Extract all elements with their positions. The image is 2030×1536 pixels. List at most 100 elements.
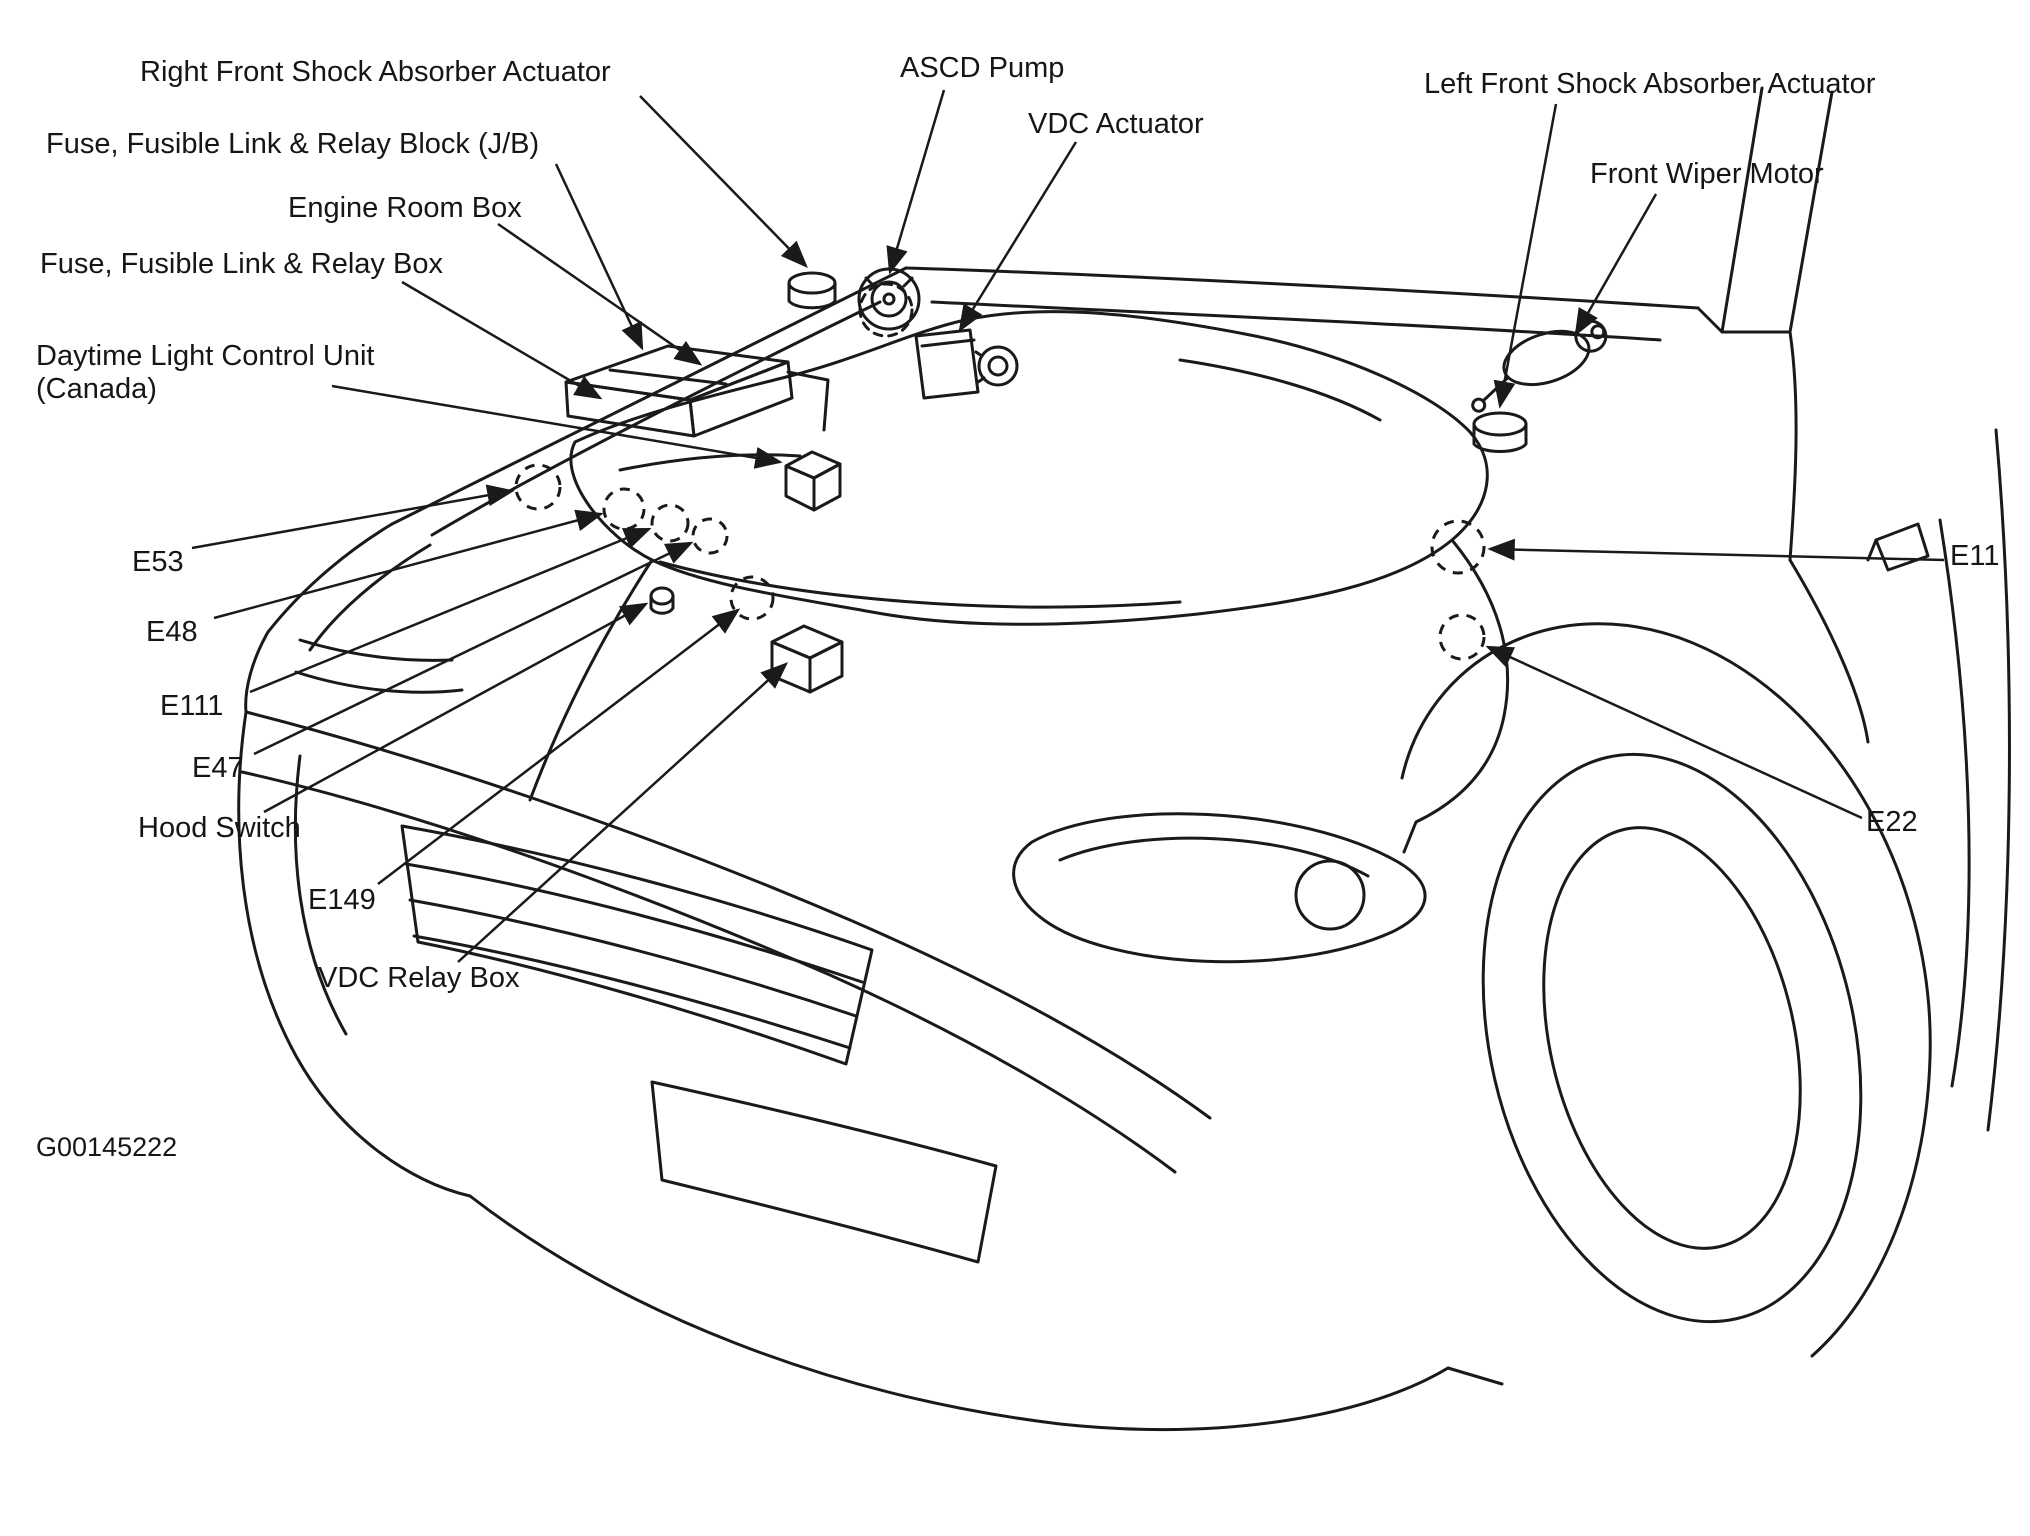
vdc-actuator-body [914, 328, 980, 400]
leader-e149 [377, 608, 741, 885]
label-e111: E111 [160, 690, 224, 722]
ascd-pump-tick-1 [864, 276, 876, 288]
label-e11: E11 [1950, 540, 2000, 572]
connector-e149-marker [729, 575, 775, 621]
right-shock-cap-top [787, 271, 837, 295]
cowl-join [1696, 306, 1792, 334]
label-e22: E22 [1866, 806, 1918, 838]
rocker-join [1446, 1366, 1504, 1386]
car-body-art [237, 86, 2011, 1431]
dlcu-front [784, 464, 816, 512]
ascd-pump-dashed-ring [858, 282, 914, 338]
leader-left-front-shock [1493, 103, 1558, 409]
left-shock-cap-top [1472, 411, 1528, 437]
label-vdc-relay-box: VDC Relay Box [318, 962, 520, 994]
leader-daytime-light [331, 384, 783, 469]
left-shock-cap-body [1472, 422, 1528, 453]
leader-vdc-relay-box [457, 662, 789, 963]
hood-switch-drawing [649, 586, 675, 615]
vdc-relay-top [770, 624, 844, 660]
hood-switch-top [649, 586, 675, 606]
connector-e11-marker [1430, 519, 1486, 575]
left-fender-arc-1 [266, 522, 394, 634]
label-e53: E53 [132, 546, 184, 578]
leader-e53 [191, 484, 515, 550]
leader-e48 [213, 509, 604, 620]
bumper-bottom-edge [468, 1194, 1450, 1431]
leader-e111 [249, 527, 652, 694]
hood-left-edge [390, 266, 908, 526]
right-fender-top [1788, 330, 1798, 562]
leader-e47 [253, 541, 694, 756]
wiper-motor-shaft [1590, 324, 1606, 340]
vdc-actuator-link-1 [974, 350, 984, 358]
label-ascd-pump: ASCD Pump [900, 52, 1065, 84]
mirror-stem [1866, 538, 1878, 562]
left-fender-arc-4 [298, 638, 454, 662]
a-pillar-line-1 [1720, 86, 1764, 334]
connector-e53-marker [514, 463, 562, 511]
connector-e47-marker [691, 517, 729, 555]
hood-top-edge [904, 266, 1700, 310]
connector-markers [514, 463, 1486, 661]
fascia-support-right [1402, 538, 1510, 854]
ascd-pump-tick-2 [902, 276, 914, 288]
connector-e48-marker [602, 487, 646, 531]
vdc-relay-box-drawing [770, 624, 844, 694]
door-edge-line [1938, 518, 1971, 1088]
ascd-pump-drawing [857, 267, 921, 338]
grille-slat-3 [412, 934, 852, 1050]
leader-lines [191, 89, 1945, 963]
connector-e22-marker [1438, 613, 1486, 661]
bumper-corner-inner [293, 754, 348, 1036]
leader-engine-room-box [497, 222, 703, 366]
engine-bay-rim [569, 310, 1489, 626]
body-side-edge [1986, 428, 2011, 1132]
wiper-motor-body [1502, 329, 1591, 387]
right-shock-cap-body [787, 281, 837, 310]
fascia-support-left [528, 558, 654, 802]
label-hood-switch: Hood Switch [138, 812, 301, 844]
left-fender-arc-5 [294, 670, 464, 694]
label-right-front-shock-actuator: Right Front Shock Absorber Actuator [140, 56, 611, 88]
right-shock-actuator-drawing [787, 271, 837, 310]
vdc-actuator-motor [977, 345, 1019, 387]
vdc-relay-front [770, 640, 812, 694]
wiper-motor-arm [1481, 376, 1510, 402]
vdc-relay-side [808, 640, 844, 694]
vdc-actuator-drawing [914, 328, 1019, 400]
label-e47: E47 [192, 752, 244, 784]
bay-detail-line-1 [618, 453, 802, 472]
a-pillar-line-2 [1788, 90, 1834, 334]
label-left-front-shock-actuator: Left Front Shock Absorber Actuator [1424, 68, 1876, 100]
label-vdc-actuator: VDC Actuator [1028, 108, 1204, 140]
fuse-relay-block-drawing [564, 344, 830, 438]
leader-e11 [1487, 538, 1945, 562]
right-fender-line [1788, 558, 1870, 744]
vdc-actuator-seam [920, 338, 976, 348]
relay-block-side [688, 360, 794, 438]
wheel-arch [1400, 622, 1932, 1358]
label-engine-room-box: Engine Room Box [288, 192, 522, 224]
leader-right-front-shock [639, 95, 808, 268]
grille-outline [400, 824, 874, 1066]
connector-e111-marker [650, 503, 690, 543]
relay-block-bracket [786, 370, 830, 432]
label-daytime-light-line1: Daytime Light Control Unit [36, 340, 375, 372]
leader-ascd-pump [886, 89, 946, 275]
daytime-light-control-unit-drawing [784, 450, 842, 512]
label-fuse-fusible-link-relay-box: Fuse, Fusible Link & Relay Box [40, 248, 443, 280]
hood-inner-left-edge [430, 300, 882, 537]
cowl-inner-line [930, 300, 1662, 342]
license-recess [650, 1080, 998, 1264]
wheel-outer [1481, 752, 1863, 1324]
label-daytime-light-control-unit: Daytime Light Control Unit (Canada) [36, 340, 374, 407]
leader-e22 [1485, 645, 1863, 820]
bay-detail-line-3 [658, 560, 1182, 609]
mirror-shape [1874, 522, 1930, 572]
bumper-left-corner [237, 710, 472, 1198]
left-fender-arc-3 [308, 543, 432, 652]
leader-front-wiper-motor [1574, 193, 1658, 337]
grille-slat-2 [408, 898, 858, 1018]
